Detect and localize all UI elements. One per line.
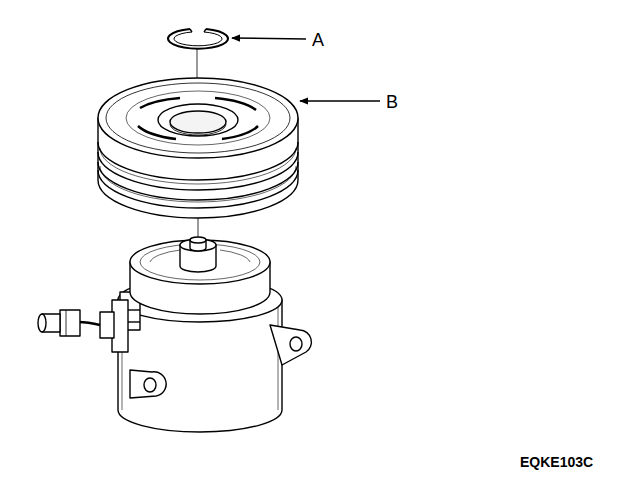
axis-line bbox=[197, 48, 198, 80]
figure-code: EQKE103C bbox=[520, 455, 593, 469]
compressor bbox=[38, 237, 311, 432]
snap-ring bbox=[168, 29, 228, 49]
pulley bbox=[98, 78, 298, 218]
leader-arrow bbox=[232, 38, 306, 39]
callout-letter: A bbox=[312, 31, 324, 49]
callout-letter: B bbox=[386, 93, 398, 111]
leader-arrow bbox=[300, 100, 380, 101]
